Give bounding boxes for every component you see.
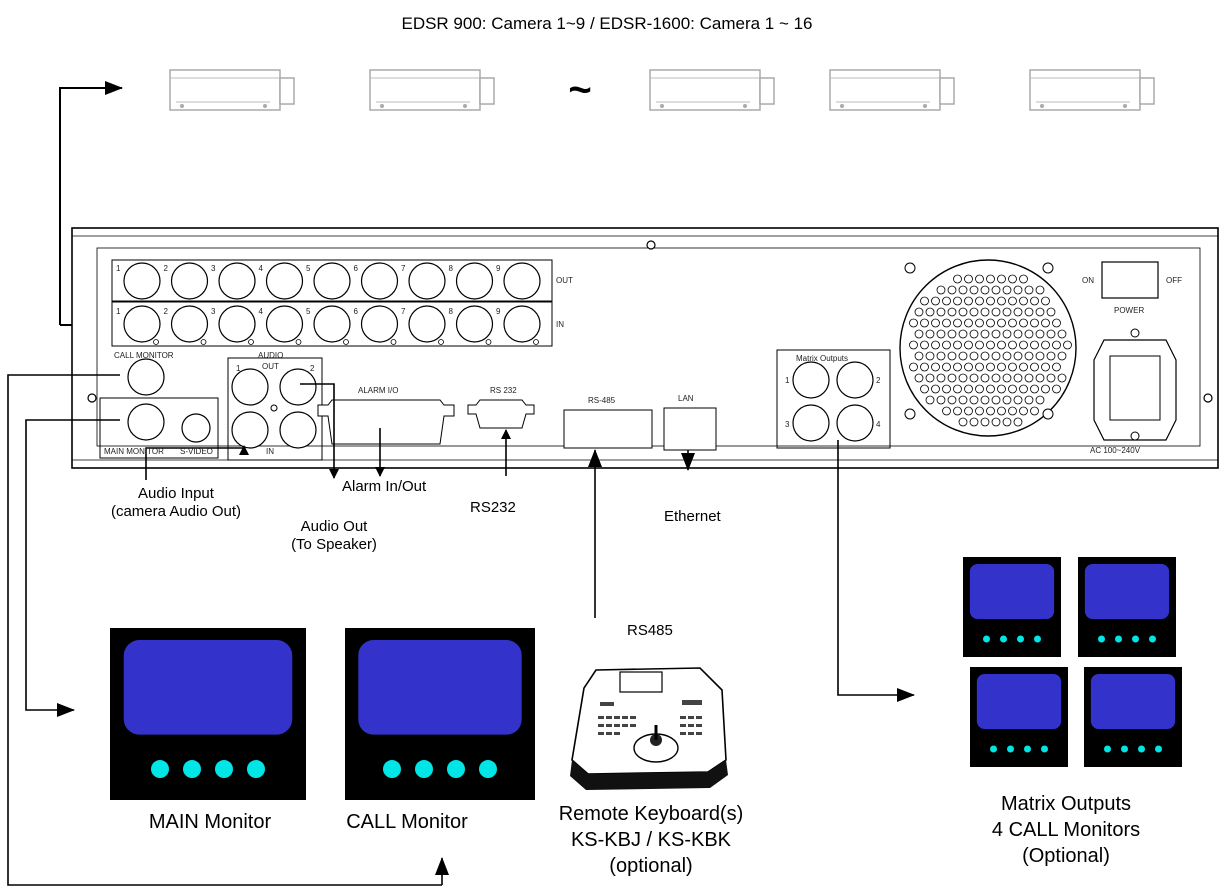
lan-port-label: LAN	[678, 394, 694, 403]
audio-out-sub-callout: (To Speaker)	[291, 536, 377, 553]
bnc-number: 5	[306, 307, 311, 316]
bnc-in-connector	[123, 305, 161, 343]
audio-in-label: IN	[266, 447, 274, 456]
power-label: POWER	[1114, 306, 1145, 315]
main-monitor-label: MAIN Monitor	[148, 811, 272, 833]
bnc-in-connector	[313, 305, 351, 343]
s-video-label: S-VIDEO	[180, 447, 213, 456]
bnc-out-connector	[218, 262, 256, 300]
rs485-port-label: RS-485	[588, 396, 616, 405]
bnc-in-connector	[503, 305, 541, 343]
bnc-number: 2	[163, 264, 168, 273]
bnc-number: 9	[496, 264, 501, 273]
audio-1-label: 1	[236, 364, 241, 373]
bnc-out-connector	[265, 262, 304, 300]
bnc-number: 2	[163, 307, 168, 316]
matrix-port-number: 3	[785, 420, 790, 429]
bnc-number: 6	[353, 264, 358, 273]
keyboard-icon	[570, 667, 728, 790]
bnc-in-connector	[218, 305, 256, 343]
switch-on-label: ON	[1082, 276, 1094, 285]
alarm-callout: Alarm In/Out	[342, 478, 427, 495]
bnc-out-connector	[455, 262, 494, 300]
rs485-callout: RS485	[627, 622, 673, 639]
camera-icon	[649, 69, 775, 111]
bnc-number: 1	[116, 307, 121, 316]
bnc-out-connector	[313, 262, 351, 300]
bnc-in-connector	[408, 305, 446, 343]
monitors	[110, 557, 1182, 800]
bnc-in-connector	[170, 305, 209, 343]
bnc-number: 5	[306, 264, 311, 273]
fan-grille	[899, 259, 1077, 437]
bnc-in-connector	[360, 305, 399, 343]
bnc-out-connector	[170, 262, 209, 300]
bnc-number: 1	[116, 264, 121, 273]
matrix-outputs-port-label: Matrix Outputs	[796, 354, 849, 363]
keyboard-label-2: KS-KBJ / KS-KBK	[570, 829, 732, 851]
matrix-label-2: 4 CALL Monitors	[991, 819, 1141, 841]
monitor-icon	[345, 628, 535, 800]
bnc-number: 8	[448, 264, 453, 273]
camera-row	[169, 69, 1155, 111]
call-monitor-port-label: CALL MONITOR	[114, 351, 174, 360]
rs232-port-label: RS 232	[490, 386, 517, 395]
bnc-number: 4	[258, 264, 263, 273]
monitor-icon	[1084, 667, 1182, 767]
switch-off-label: OFF	[1166, 276, 1182, 285]
monitor-icon	[1078, 557, 1176, 657]
bnc-out-connector	[123, 262, 161, 300]
camera-icon	[169, 69, 295, 111]
bnc-number: 3	[211, 264, 216, 273]
matrix-port-number: 2	[876, 376, 881, 385]
bnc-out-row	[123, 262, 541, 300]
dvr-back-panel	[71, 227, 1219, 469]
tilde-separator: ~	[568, 68, 592, 112]
matrix-label-3: (Optional)	[1022, 845, 1110, 867]
ac-label: AC 100~240V	[1090, 446, 1141, 455]
keyboard-label-1: Remote Keyboard(s)	[558, 803, 744, 825]
camera-icon	[369, 69, 495, 111]
bnc-out-connector	[503, 262, 541, 300]
audio-input-sub-callout: (camera Audio Out)	[110, 503, 242, 520]
bnc-number: 9	[496, 307, 501, 316]
audio-out-label: OUT	[262, 362, 279, 371]
main-monitor-port-label: MAIN MONITOR	[104, 447, 164, 456]
bnc-number: 3	[211, 307, 216, 316]
out-label: OUT	[556, 276, 573, 285]
bnc-number: 7	[401, 264, 406, 273]
bnc-out-connector	[408, 262, 446, 300]
bnc-in-connector	[265, 305, 304, 343]
bnc-number: 8	[448, 307, 453, 316]
audio-input-callout: Audio Input	[138, 485, 214, 502]
audio-label: AUDIO	[258, 351, 284, 360]
in-label: IN	[556, 320, 564, 329]
monitor-icon	[110, 628, 306, 800]
matrix-port-number: 4	[876, 420, 881, 429]
call-monitor-label: CALL Monitor	[346, 811, 468, 833]
bnc-out-connector	[360, 262, 399, 300]
matrix-port-number: 1	[785, 376, 790, 385]
alarm-io-label: ALARM I/O	[358, 386, 399, 395]
keyboard-label-3: (optional)	[609, 855, 693, 877]
monitor-icon	[963, 557, 1061, 657]
audio-2-label: 2	[310, 364, 315, 373]
diagram-title: EDSR 900: Camera 1~9 / EDSR-1600: Camera…	[401, 14, 813, 33]
camera-icon	[1029, 69, 1155, 111]
bnc-in-row	[123, 305, 541, 345]
rs232-callout: RS232	[470, 499, 516, 516]
matrix-label-1: Matrix Outputs	[1000, 793, 1132, 815]
monitor-icon	[970, 667, 1068, 767]
audio-out-callout: Audio Out	[300, 518, 368, 535]
bnc-in-connector	[455, 305, 494, 343]
connection-lines	[7, 374, 915, 886]
camera-icon	[829, 69, 955, 111]
ethernet-callout: Ethernet	[664, 508, 721, 525]
bnc-number: 6	[353, 307, 358, 316]
bnc-number: 7	[401, 307, 406, 316]
bnc-number: 4	[258, 307, 263, 316]
